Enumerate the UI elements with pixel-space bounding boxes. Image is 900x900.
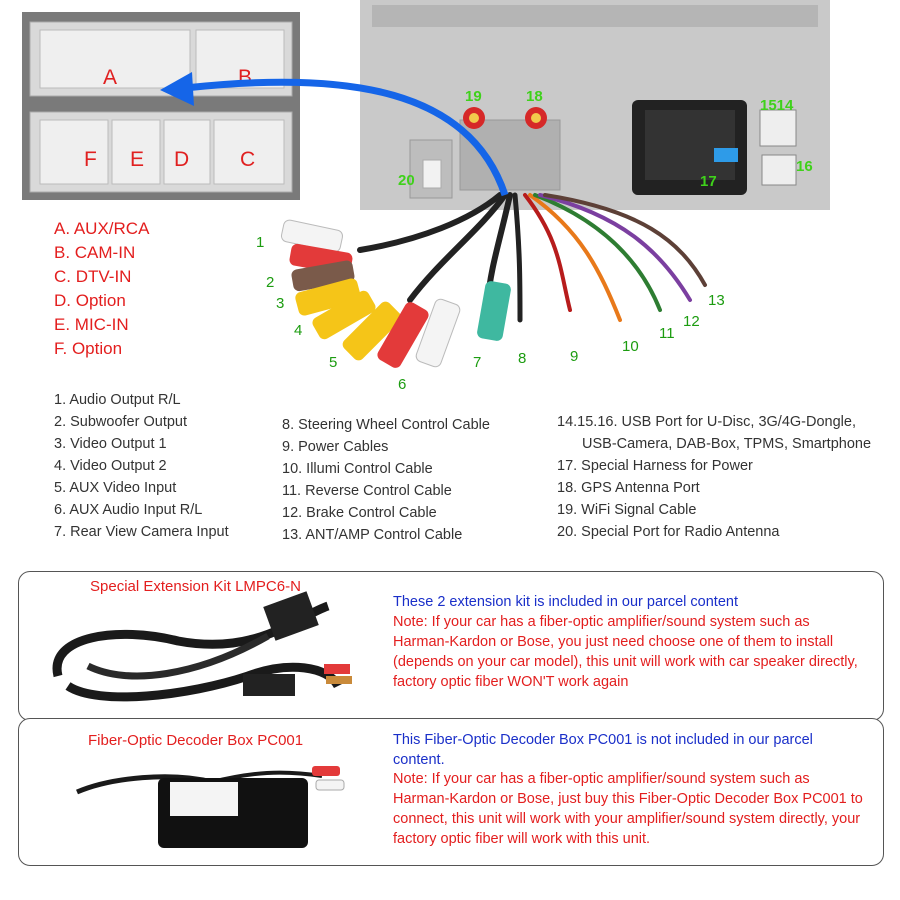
list-item: 6. AUX Audio Input R/L (54, 502, 203, 518)
cable-label-4: 4 (294, 322, 302, 339)
cable-bundle (357, 192, 707, 323)
list-item: 14.15.16. USB Port for U-Disc, 3G/4G-Don… (557, 414, 856, 430)
cable-label-10: 10 (622, 338, 639, 355)
cable-list-2: 8. Steering Wheel Control Cable 9. Power… (282, 414, 490, 546)
cable-label-1: 1 (256, 234, 264, 251)
connector-label-c: C (240, 148, 255, 171)
cable-list-1: 1. Audio Output R/L 2. Subwoofer Output … (54, 389, 229, 543)
cable-label-11: 11 (659, 325, 675, 342)
legend-item: D. Option (54, 291, 126, 310)
extension-kit-headline: These 2 extension kit is included in our… (393, 594, 738, 610)
list-item: 3. Video Output 1 (54, 436, 167, 452)
cable-label-8: 8 (518, 350, 526, 367)
port-label-16: 16 (796, 158, 813, 175)
extension-kit-note: Note: If your car has a fiber-optic ampl… (393, 614, 858, 690)
port-label-1514: 1514 (760, 97, 794, 114)
rca-plugs (280, 219, 511, 368)
list-item: 13. ANT/AMP Control Cable (282, 527, 463, 543)
connector-label-d: D (174, 148, 189, 171)
list-item: 20. Special Port for Radio Antenna (557, 524, 780, 540)
legend-item: B. CAM-IN (54, 243, 136, 262)
list-item: USB-Camera, DAB-Box, TPMS, Smartphone (582, 436, 872, 452)
connector-label-f: F (84, 148, 97, 171)
decoder-box-headline: This Fiber-Optic Decoder Box PC001 is no… (393, 732, 813, 768)
cable-label-7: 7 (473, 354, 481, 371)
decoder-box-note: Note: If your car has a fiber-optic ampl… (393, 771, 863, 847)
legend-item: A. AUX/RCA (54, 219, 150, 238)
list-item: 2. Subwoofer Output (54, 414, 187, 430)
list-item: 9. Power Cables (282, 439, 389, 455)
connector-label-e: E (130, 148, 144, 171)
list-item: 7. Rear View Camera Input (54, 524, 229, 540)
decoder-box-title: Fiber-Optic Decoder Box PC001 (88, 732, 304, 749)
port-label-17: 17 (700, 173, 717, 190)
connector-legend: A. AUX/RCA B. CAM-IN C. DTV-IN D. Option… (54, 217, 149, 361)
list-item: 11. Reverse Control Cable (282, 483, 452, 499)
cable-list-3: 14.15.16. USB Port for U-Disc, 3G/4G-Don… (557, 411, 871, 543)
extension-kit-image (52, 591, 352, 702)
cable-label-2: 2 (266, 274, 274, 291)
list-item: 4. Video Output 2 (54, 458, 167, 474)
legend-item: E. MIC-IN (54, 315, 129, 334)
cable-label-13: 13 (708, 292, 725, 309)
list-item: 17. Special Harness for Power (557, 458, 753, 474)
list-item: 12. Brake Control Cable (282, 505, 437, 521)
cable-label-9: 9 (570, 348, 578, 365)
connector-label-a: A (103, 66, 117, 89)
cable-label-6: 6 (398, 376, 406, 393)
list-item: 10. Illumi Control Cable (282, 461, 433, 477)
cable-label-12: 12 (683, 313, 700, 330)
decoder-box-image (76, 766, 345, 848)
arrow-icon (160, 72, 509, 197)
head-unit-back (360, 0, 830, 210)
connector-closeup (22, 12, 300, 200)
list-item: 19. WiFi Signal Cable (557, 502, 697, 518)
port-label-20: 20 (398, 172, 415, 189)
list-item: 1. Audio Output R/L (54, 392, 181, 408)
list-item: 18. GPS Antenna Port (557, 480, 700, 496)
port-label-18: 18 (526, 88, 543, 105)
extension-kit-title: Special Extension Kit LMPC6-N (90, 578, 301, 595)
legend-item: F. Option (54, 339, 123, 358)
port-label-19: 19 (465, 88, 482, 105)
cable-label-3: 3 (276, 295, 284, 312)
legend-item: C. DTV-IN (54, 267, 132, 286)
list-item: 8. Steering Wheel Control Cable (282, 417, 490, 433)
list-item: 5. AUX Video Input (54, 480, 177, 496)
cable-label-5: 5 (329, 354, 337, 371)
